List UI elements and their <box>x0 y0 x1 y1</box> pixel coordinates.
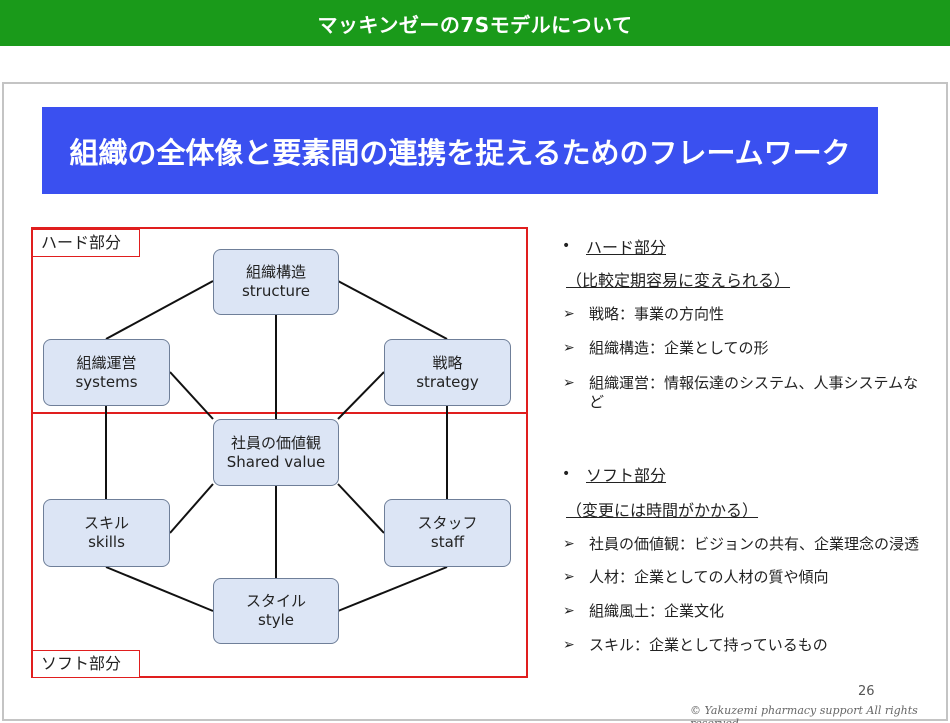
node-style-en: style <box>258 611 294 629</box>
soft-point: ➢ 人材：企業としての人材の質や傾向 <box>563 568 923 587</box>
node-structure-jp: 組織構造 <box>245 263 306 281</box>
bullet-dot: • <box>562 466 571 482</box>
node-skills: スキル skills <box>43 499 170 567</box>
hard-point-text: 組織構造：企業としての形 <box>589 339 769 357</box>
node-shared-value-en: Shared value <box>226 452 326 471</box>
soft-point: ➢ スキル：企業として持っているもの <box>563 636 923 655</box>
node-shared-value: 社員の価値観 Shared value <box>213 419 339 486</box>
hard-point: ➢ 組織運営：情報伝達のシステム、人事システムなど <box>563 374 923 412</box>
arrow-icon: ➢ <box>563 569 575 585</box>
hard-heading-text: ハード部分 <box>586 238 667 257</box>
line-structure-systems <box>105 280 214 340</box>
copyright-notice: © Yakuzemi pharmacy support All rights r… <box>690 704 918 723</box>
node-style: スタイル style <box>213 578 339 644</box>
line-structure-strategy <box>337 280 448 340</box>
line-strategy-shared <box>337 371 385 420</box>
page-title: マッキンゼーの7Sモデルについて <box>317 12 633 37</box>
soft-point-text: 人材：企業としての人材の質や傾向 <box>589 568 829 586</box>
headline-text: 組織の全体像と要素間の連携を捉えるためのフレームワーク <box>69 135 851 170</box>
arrow-icon: ➢ <box>563 637 575 653</box>
page-header: マッキンゼーの7Sモデルについて <box>0 0 950 46</box>
arrow-icon: ➢ <box>563 536 575 552</box>
line-skills-style <box>105 566 214 612</box>
node-systems-jp: 組織運営 <box>76 353 137 372</box>
headline-banner: 組織の全体像と要素間の連携を捉えるためのフレームワーク <box>42 107 878 194</box>
soft-point-text: 社員の価値観：ビジョンの共有、企業理念の浸透 <box>589 535 920 553</box>
node-skills-jp: スキル <box>83 514 129 532</box>
node-systems-en: systems <box>75 372 138 391</box>
hard-point: ➢ 戦略：事業の方向性 <box>563 305 923 324</box>
node-staff: スタッフ staff <box>384 499 511 567</box>
hard-point-text: 組織運営：情報伝達のシステム、人事システムなど <box>589 374 919 411</box>
arrow-icon: ➢ <box>563 375 575 391</box>
soft-point: ➢ 社員の価値観：ビジョンの共有、企業理念の浸透 <box>563 535 923 554</box>
arrow-icon: ➢ <box>563 340 575 356</box>
node-staff-en: staff <box>430 533 465 551</box>
page-number: 26 <box>858 684 875 699</box>
node-strategy-jp: 戦略 <box>432 353 463 372</box>
soft-subtitle: （変更には時間がかかる） <box>566 501 759 520</box>
hard-point: ➢ 組織構造：企業としての形 <box>563 339 923 358</box>
soft-point-text: スキル：企業として持っているもの <box>589 636 828 654</box>
node-structure: 組織構造 structure <box>213 249 339 315</box>
soft-bullet-heading: • ソフト部分 <box>562 462 666 486</box>
bullet-dot: • <box>562 238 571 254</box>
soft-point: ➢ 組織風土：企業文化 <box>563 602 923 621</box>
soft-point-text: 組織風土：企業文化 <box>589 602 725 620</box>
hard-subtitle: （比較定期容易に変えられる） <box>566 271 791 290</box>
hard-point-text: 戦略：事業の方向性 <box>589 305 725 323</box>
line-shared-skills <box>169 483 214 534</box>
node-structure-en: structure <box>241 282 311 300</box>
node-staff-jp: スタッフ <box>417 514 478 532</box>
node-strategy-en: strategy <box>416 372 479 391</box>
hard-section-label: ハード部分 <box>32 229 140 257</box>
line-shared-staff <box>337 483 385 534</box>
soft-section-label: ソフト部分 <box>32 650 140 678</box>
soft-heading-text: ソフト部分 <box>586 466 667 485</box>
node-strategy: 戦略 strategy <box>384 339 511 406</box>
node-shared-value-jp: 社員の価値観 <box>230 433 321 452</box>
line-staff-style <box>337 566 448 612</box>
node-systems: 組織運営 systems <box>43 339 170 406</box>
arrow-icon: ➢ <box>563 603 575 619</box>
hard-bullet-heading: • ハード部分 <box>562 234 666 258</box>
arrow-icon: ➢ <box>563 306 575 322</box>
node-skills-en: skills <box>88 533 125 551</box>
line-systems-shared <box>169 371 214 420</box>
soft-section-frame <box>31 412 528 678</box>
node-style-jp: スタイル <box>245 592 306 610</box>
